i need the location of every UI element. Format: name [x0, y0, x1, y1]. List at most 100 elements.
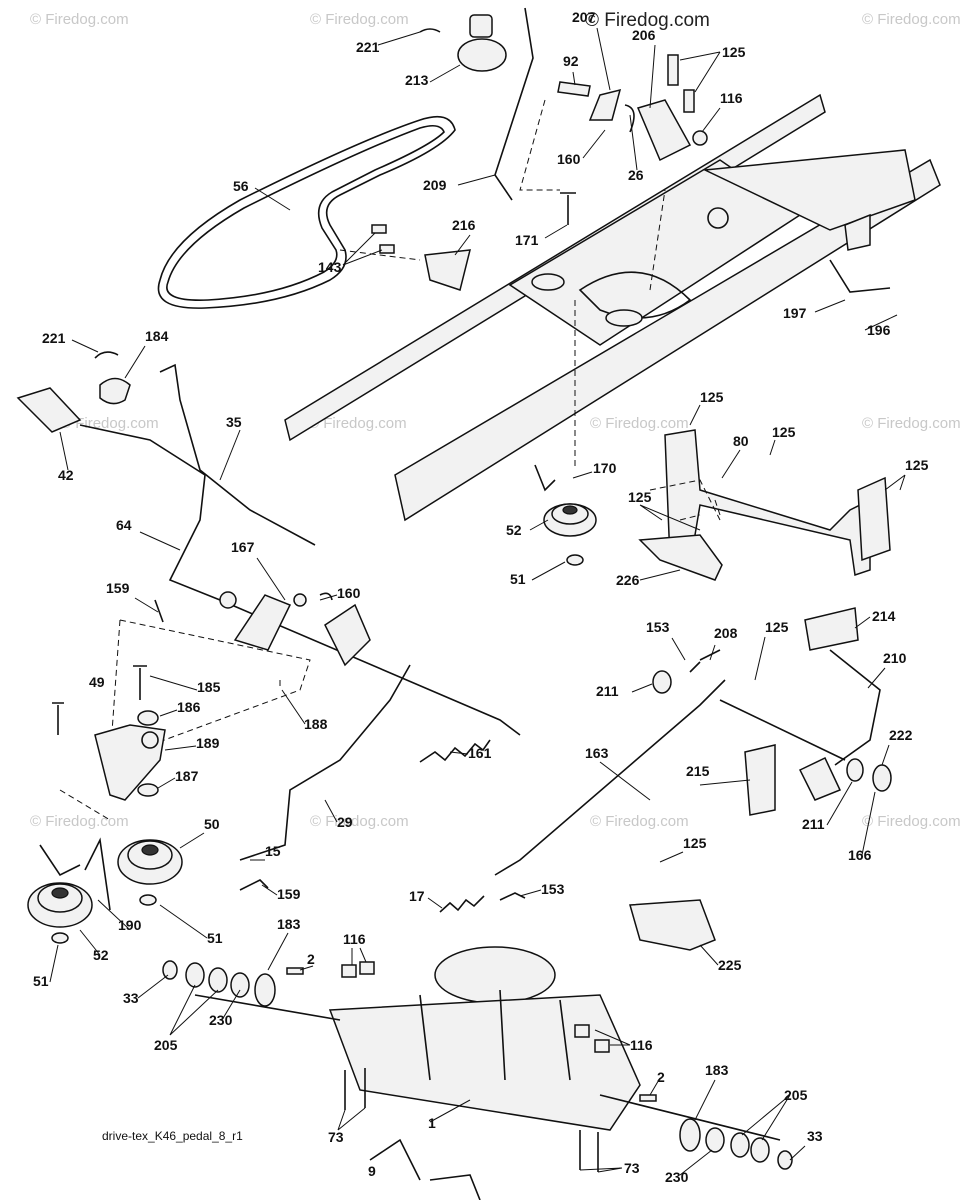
part-callouts: 2212132072061259211616026209561712161431…: [33, 9, 929, 1185]
part-callout: 29: [337, 814, 353, 830]
part-callout: 211: [596, 683, 619, 699]
diagram-caption: drive-tex_K46_pedal_8_r1: [102, 1129, 243, 1143]
lift-bracket: [154, 591, 371, 667]
part-callout: 56: [233, 178, 249, 194]
part-callout: 26: [628, 167, 644, 183]
idler-pulley-upper: [534, 464, 597, 566]
watermark: © Firedog.com: [310, 11, 409, 28]
part-callout: 92: [563, 53, 579, 69]
dashed-leaders: [59, 619, 311, 821]
watermark: © Firedog.com: [60, 415, 159, 432]
part-callout: 50: [204, 816, 220, 832]
part-callout: 230: [209, 1012, 233, 1028]
part-callout: 226: [616, 572, 640, 588]
part-callout: 187: [175, 768, 199, 784]
part-callout: 185: [197, 679, 221, 695]
watermarks: © Firedog.com © Firedog.com © Firedog.co…: [30, 10, 961, 830]
part-callout: 183: [277, 916, 301, 932]
idler-arm: [52, 665, 166, 801]
part-callout: 2: [657, 1069, 665, 1085]
clip-153: [499, 892, 526, 901]
part-callout: 171: [515, 232, 539, 248]
part-callout: 189: [196, 735, 220, 751]
part-callout: 221: [42, 330, 66, 346]
part-callout: 153: [646, 619, 670, 635]
spring-17: [439, 895, 485, 913]
part-callout: 216: [452, 217, 476, 233]
part-callout: 17: [409, 888, 425, 904]
watermark: © Firedog.com: [590, 813, 689, 830]
part-callout: 215: [686, 763, 710, 779]
part-callout: 64: [116, 517, 132, 533]
leader-lines: [49, 27, 906, 1176]
part-callout: 51: [33, 973, 49, 989]
watermark-top: © Firedog.com: [585, 10, 710, 31]
rod-163: [494, 679, 726, 876]
part-callout: 207: [572, 9, 596, 25]
part-callout: 9: [368, 1163, 376, 1179]
part-callout: 51: [207, 930, 223, 946]
part-callout: 214: [872, 608, 896, 624]
part-callout: 211: [802, 816, 825, 832]
part-callout: 209: [423, 177, 447, 193]
lift-lever: [16, 351, 521, 736]
part-callout: 160: [337, 585, 361, 601]
part-callout: 33: [123, 990, 139, 1006]
part-callout: 205: [784, 1087, 808, 1103]
part-callout: 1: [428, 1115, 436, 1131]
part-callout: 116: [720, 90, 743, 106]
part-callout: 222: [889, 727, 913, 743]
watermark: © Firedog.com: [862, 813, 961, 830]
part-callout: 188: [304, 716, 328, 732]
part-callout: 163: [585, 745, 609, 761]
shift-bracket: [557, 54, 708, 162]
part-callout: 2: [307, 951, 315, 967]
frame-assembly: [284, 93, 941, 522]
watermark: © Firedog.com: [30, 813, 129, 830]
part-callout: 33: [807, 1128, 823, 1144]
part-callout: 208: [714, 625, 738, 641]
part-callout: 125: [628, 489, 652, 505]
part-callout: 80: [733, 433, 749, 449]
part-callout: 49: [89, 674, 105, 690]
part-callout: 161: [468, 745, 492, 761]
watermark: © Firedog.com: [862, 415, 961, 432]
part-callout: 116: [630, 1037, 653, 1053]
part-callout: 205: [154, 1037, 178, 1053]
part-callout: 221: [356, 39, 380, 55]
pulley-50: [117, 839, 183, 906]
clip-159: [239, 879, 269, 891]
shift-lever: [419, 7, 534, 201]
dashed-leaders: [649, 479, 721, 521]
bracket-216: [371, 224, 471, 291]
part-callout: 184: [145, 328, 169, 344]
part-callout: 125: [905, 457, 929, 473]
pulley-52-lower: [27, 837, 111, 944]
part-callout: 190: [118, 917, 142, 933]
part-callout: 52: [506, 522, 522, 538]
part-callout: 125: [772, 424, 796, 440]
drive-belt: [157, 115, 456, 309]
part-callout: 153: [541, 881, 565, 897]
part-callout: 225: [718, 957, 742, 973]
part-callout: 125: [722, 44, 746, 60]
bolt-171: [560, 192, 576, 225]
lift-rod: [159, 363, 316, 546]
part-callout: 166: [848, 847, 872, 863]
watermark: © Firedog.com: [862, 11, 961, 28]
part-callout: 159: [277, 886, 301, 902]
part-callout: 143: [318, 259, 342, 275]
part-callout: 183: [705, 1062, 729, 1078]
part-callout: 125: [683, 835, 707, 851]
part-callout: 51: [510, 571, 526, 587]
part-callout: 125: [700, 389, 724, 405]
part-callout: 125: [765, 619, 789, 635]
dashed-leaders: [339, 99, 666, 470]
rod-29: [239, 664, 411, 861]
part-callout: 186: [177, 699, 201, 715]
watermark: © Firedog.com: [30, 11, 129, 28]
bracket-225: [629, 899, 716, 951]
part-callout: 15: [265, 843, 281, 859]
part-callout: 196: [867, 322, 891, 338]
